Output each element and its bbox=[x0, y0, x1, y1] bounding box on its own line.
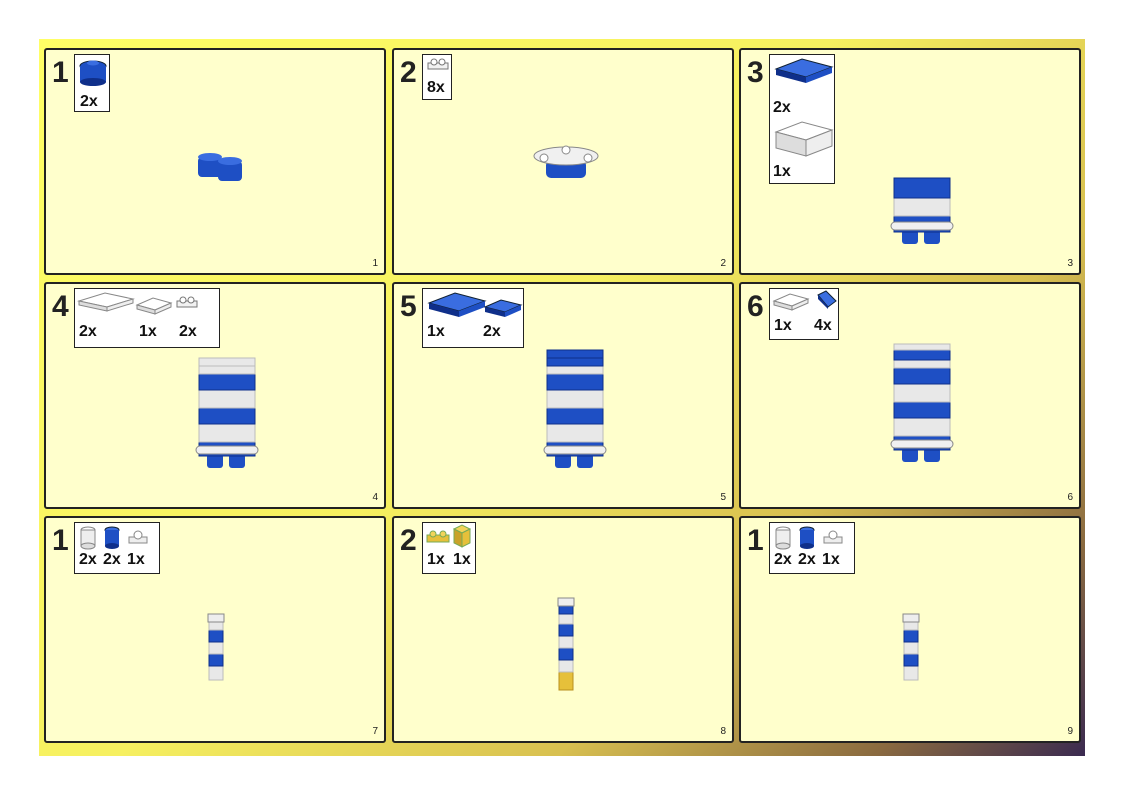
build-model bbox=[554, 582, 578, 699]
parts-list: 2x 1x 2x bbox=[74, 288, 220, 348]
page-number: 6 bbox=[1067, 492, 1073, 503]
part-quantity: 2x bbox=[798, 551, 816, 568]
step-panel: 2 8x 2 bbox=[392, 48, 734, 275]
part-quantity: 1x bbox=[127, 551, 145, 568]
step-number: 2 bbox=[400, 524, 417, 557]
part-quantity: 1x bbox=[427, 323, 445, 340]
parts-list: 1x 4x bbox=[769, 288, 839, 340]
step-number: 1 bbox=[52, 56, 69, 89]
build-model bbox=[526, 140, 606, 193]
step-number: 3 bbox=[747, 56, 764, 89]
plate-clip-light-gray-icon bbox=[426, 57, 450, 78]
build-model bbox=[899, 594, 923, 689]
clip-white-icon bbox=[821, 529, 845, 552]
tile-2x2-white-icon bbox=[772, 291, 810, 318]
parts-list: 1x 1x bbox=[422, 522, 476, 574]
round-brick-blue-icon bbox=[102, 525, 122, 556]
round-brick-white-icon bbox=[773, 525, 793, 556]
step-number: 1 bbox=[52, 524, 69, 557]
part-quantity: 2x bbox=[773, 99, 791, 116]
page-number: 9 bbox=[1067, 726, 1073, 737]
part-quantity: 4x bbox=[814, 317, 832, 334]
parts-list: 2x bbox=[74, 54, 110, 112]
step-panel: 3 2x 1x 3 bbox=[739, 48, 1081, 275]
plate-clip-yellow-icon bbox=[425, 529, 451, 550]
step-panel: 1 2x 2x 1x 9 bbox=[739, 516, 1081, 743]
round-brick-blue-icon bbox=[797, 525, 817, 556]
part-quantity: 1x bbox=[453, 551, 471, 568]
plate-2x4-white-icon bbox=[77, 291, 135, 318]
part-quantity: 1x bbox=[822, 551, 840, 568]
step-panel: 5 1x 2x 5 bbox=[392, 282, 734, 509]
part-quantity: 1x bbox=[774, 317, 792, 334]
step-number: 5 bbox=[400, 290, 417, 323]
parts-list: 8x bbox=[422, 54, 452, 100]
part-quantity: 1x bbox=[139, 323, 157, 340]
step-panel: 1 2x 2x 1x 7 bbox=[44, 516, 386, 743]
step-panel: 4 2x 1x 2x 4 bbox=[44, 282, 386, 509]
step-panel: 2 1x 1x 8 bbox=[392, 516, 734, 743]
part-quantity: 2x bbox=[79, 551, 97, 568]
clip-white-icon bbox=[126, 529, 150, 552]
step-number: 4 bbox=[52, 290, 69, 323]
brick-2x2-round-blue-icon bbox=[77, 57, 109, 92]
build-model bbox=[877, 118, 967, 253]
page-number: 7 bbox=[372, 726, 378, 737]
part-quantity: 2x bbox=[179, 323, 197, 340]
build-model bbox=[204, 594, 228, 689]
parts-list: 2x 1x bbox=[769, 54, 835, 184]
build-model bbox=[530, 342, 620, 477]
step-number: 6 bbox=[747, 290, 764, 323]
plate-2x2-blue-icon bbox=[483, 297, 523, 324]
page-number: 3 bbox=[1067, 258, 1073, 269]
slope-blue-icon bbox=[814, 289, 838, 316]
part-quantity: 2x bbox=[103, 551, 121, 568]
step-panel: 6 1x 4x 6 bbox=[739, 282, 1081, 509]
step-panel: 1 2x 1 bbox=[44, 48, 386, 275]
page-number: 5 bbox=[720, 492, 726, 503]
build-model bbox=[182, 342, 272, 477]
plate-clip-white-icon bbox=[175, 295, 199, 316]
plate-2x2-white-icon bbox=[135, 295, 173, 322]
part-quantity: 2x bbox=[774, 551, 792, 568]
parts-list: 2x 2x 1x bbox=[74, 522, 160, 574]
brick-2x4-white-icon bbox=[772, 120, 834, 165]
brick-2x4-blue-icon bbox=[772, 57, 834, 90]
part-quantity: 2x bbox=[79, 323, 97, 340]
parts-list: 2x 2x 1x bbox=[769, 522, 855, 574]
step-number: 2 bbox=[400, 56, 417, 89]
step-number: 1 bbox=[747, 524, 764, 557]
round-brick-white-icon bbox=[78, 525, 98, 556]
part-quantity: 2x bbox=[80, 93, 98, 110]
parts-list: 1x 2x bbox=[422, 288, 524, 348]
page-number: 8 bbox=[720, 726, 726, 737]
page-number: 4 bbox=[372, 492, 378, 503]
plate-2x4-blue-icon bbox=[425, 291, 487, 324]
part-quantity: 1x bbox=[427, 551, 445, 568]
part-quantity: 8x bbox=[427, 79, 445, 96]
page-number: 2 bbox=[720, 258, 726, 269]
brick-1x1-yellow-icon bbox=[451, 523, 473, 554]
build-model bbox=[877, 336, 967, 471]
build-model bbox=[192, 147, 252, 196]
part-quantity: 1x bbox=[773, 163, 791, 180]
part-quantity: 2x bbox=[483, 323, 501, 340]
page-number: 1 bbox=[372, 258, 378, 269]
